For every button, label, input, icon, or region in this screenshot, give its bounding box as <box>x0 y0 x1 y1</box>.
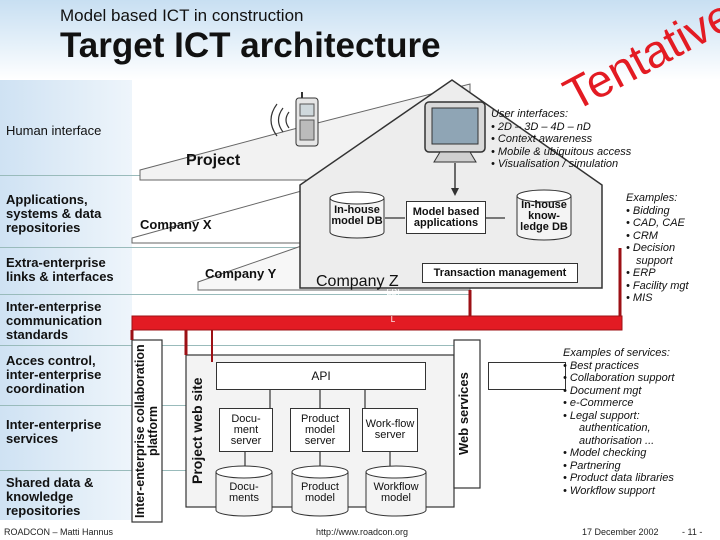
list-item: • 2D – 3D – 4D – nD <box>491 120 591 133</box>
user-interfaces-title: User interfaces: <box>491 108 569 120</box>
transaction-management-box: Transaction management <box>422 263 578 283</box>
company-x-label: Company X <box>140 217 212 232</box>
list-item: • Context awareness <box>491 133 593 145</box>
list-item: • CAD, CAE <box>626 217 685 229</box>
project-web-site-label: Project web site <box>189 377 205 485</box>
application-examples-list: Examples: • Bidding • CAD, CAE • CRM • D… <box>626 192 689 305</box>
footer-date: 17 December 2002 <box>582 527 659 537</box>
list-item: • Decision <box>626 242 676 254</box>
list-item: • Bidding <box>626 204 670 217</box>
list-item: • ERP <box>626 267 656 279</box>
list-item: • Visualisation / simulation <box>491 158 619 170</box>
label-human-interface: Human interface <box>6 123 102 138</box>
list-item: • Document mgt <box>563 384 642 397</box>
footer-page-number: - 11 - <box>682 527 703 537</box>
list-item: • Best practices <box>563 359 639 372</box>
label-inter-enterprise-services: Inter-enterprise services <box>6 417 102 446</box>
model-based-applications-box: Model based applications <box>406 201 486 234</box>
presentation-subtitle: Model based ICT in construction <box>60 6 304 25</box>
collab-platform-label: Inter-enterprise collaboration platform <box>133 344 160 518</box>
web-services-api-box <box>488 362 566 390</box>
label-access-control: Acces control, inter-enterprise coordina… <box>6 353 102 396</box>
list-item: • Model checking <box>563 447 647 459</box>
rail-standards-text: EDI IFC XML <box>386 288 400 324</box>
product-model-server-box: Product model server <box>290 408 350 452</box>
list-item: • Mobile & ubiquitous access <box>491 145 632 158</box>
inhouse-model-db: In-house model DB <box>331 204 383 227</box>
computer-monitor-icon <box>424 101 486 163</box>
examples-title: Examples: <box>626 192 678 204</box>
company-z-label: Company Z <box>316 273 399 290</box>
document-server-box: Docu-ment server <box>219 408 273 452</box>
documents-cylinder <box>215 465 273 517</box>
list-item: • Collaboration support <box>563 372 675 384</box>
product-model-cylinder <box>291 465 349 517</box>
label-shared-data: Shared data & knowledge repositories <box>6 475 94 518</box>
web-services-frame <box>453 339 481 489</box>
mobile-phone-icon <box>270 92 319 147</box>
services-examples-list: Examples of services: • Best practices •… <box>563 347 674 497</box>
slide-title: Target ICT architecture <box>60 26 441 65</box>
label-applications: Applications, systems & data repositorie… <box>6 192 102 235</box>
footer-url-link[interactable]: http://www.roadcon.org <box>316 527 409 537</box>
header-background <box>0 0 720 80</box>
row-separator <box>0 345 470 346</box>
product-model-label: Product model <box>301 481 339 504</box>
web-services-label: Web services <box>456 372 471 456</box>
list-item: support <box>636 254 673 267</box>
label-extra-enterprise: Extra-enterprise links & interfaces <box>6 255 114 284</box>
api-box: API <box>216 362 426 390</box>
project-label: Project <box>186 152 241 169</box>
label-inter-enterprise-communication: Inter-enterprise communication standards <box>6 299 103 342</box>
footer-author: ROADCON – Matti Hannus <box>4 527 114 537</box>
services-examples-title: Examples of services: <box>563 347 670 359</box>
row-separator <box>0 247 470 248</box>
left-label-band <box>0 80 132 520</box>
list-item: • Workflow support <box>563 484 655 497</box>
inhouse-knowledge-db-cylinder <box>516 189 572 241</box>
documents-label: Docu-ments <box>229 481 259 504</box>
list-item: • CRM <box>626 229 658 242</box>
list-item: • MIS <box>626 292 653 304</box>
row-separator <box>0 294 470 295</box>
list-item: • Product data libraries <box>563 472 674 484</box>
list-item: • Facility mgt <box>626 279 689 292</box>
collab-platform-frame <box>131 339 163 523</box>
workflow-model-cylinder <box>365 465 427 517</box>
list-item: authorisation ... <box>579 434 655 447</box>
workflow-model-label: Workflow model <box>373 481 419 504</box>
workflow-server-box: Work-flow server <box>362 408 418 452</box>
inhouse-knowledge-db: In-house know-ledge DB <box>520 198 568 233</box>
list-item: • Legal support: <box>563 409 640 422</box>
communication-rail <box>131 315 623 331</box>
list-item: authentication, <box>579 422 651 434</box>
list-item: • Partnering <box>563 459 621 472</box>
user-interfaces-list: User interfaces: • 2D – 3D – 4D – nD • C… <box>491 108 631 171</box>
company-y-label: Company Y <box>205 266 277 281</box>
list-item: • e-Commerce <box>563 397 634 409</box>
inhouse-model-db-cylinder <box>329 191 385 239</box>
